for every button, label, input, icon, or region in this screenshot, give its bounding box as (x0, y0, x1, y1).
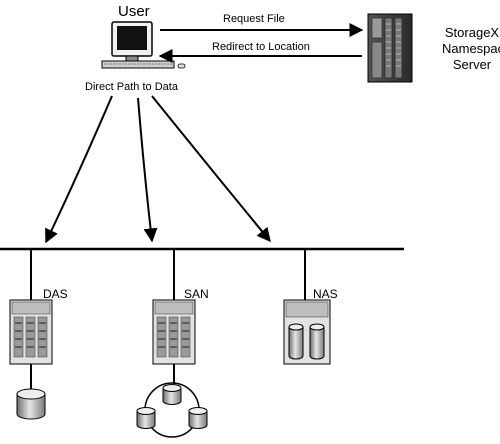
user-computer-icon (101, 21, 186, 69)
san-label: SAN (184, 287, 209, 301)
san-disk-ring-icon (136, 382, 208, 438)
das-disk-icon (16, 388, 46, 420)
direct-path-arrow-das (45, 95, 113, 244)
das-server-icon (9, 299, 53, 365)
das-label: DAS (43, 287, 68, 301)
user-label: User (118, 3, 150, 20)
server-label-line3: Server (452, 57, 492, 72)
redirect-label: Redirect to Location (212, 41, 310, 53)
direct-path-arrow-san (137, 97, 158, 243)
server-label-line1: StorageX (444, 25, 500, 40)
namespace-server-label: StorageX Namespace Server (442, 25, 500, 73)
request-file-label: Request File (223, 13, 285, 25)
direct-path-arrow-nas (151, 95, 271, 243)
nas-appliance-icon (283, 299, 331, 365)
namespace-server-icon (367, 13, 413, 83)
direct-path-label: Direct Path to Data (85, 81, 178, 93)
nas-label: NAS (313, 287, 338, 301)
server-label-line2: Namespace (442, 41, 500, 56)
san-server-icon (152, 299, 196, 365)
